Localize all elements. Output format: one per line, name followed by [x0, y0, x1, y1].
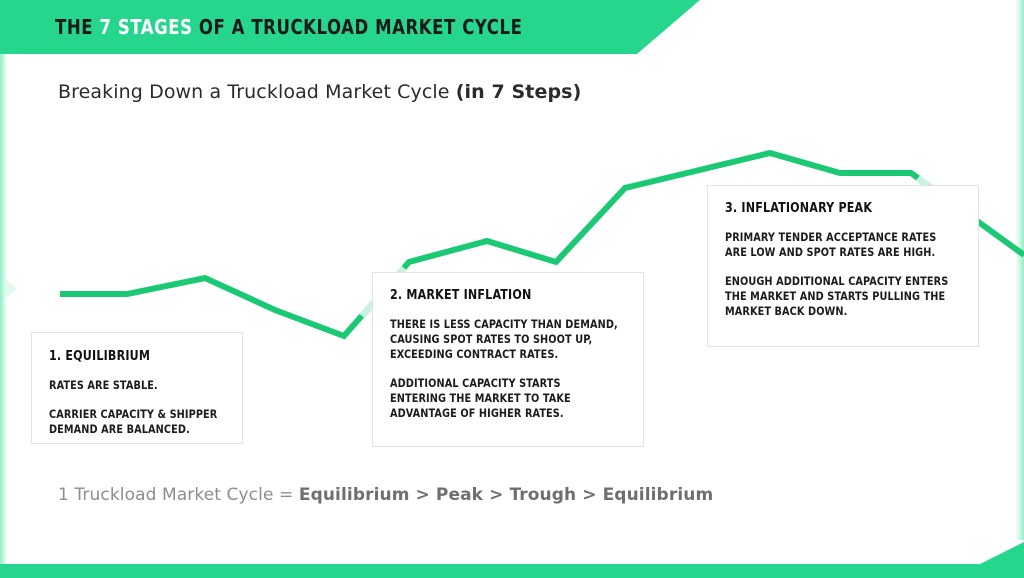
callout-market-inflation[interactable]: 2. MARKET INFLATION THERE IS LESS CAPACI… [372, 272, 644, 447]
caption-normal: 1 Truckload Market Cycle = [58, 485, 299, 505]
cycle-formula-caption: 1 Truckload Market Cycle = Equilibrium >… [58, 485, 713, 505]
header-banner [0, 0, 700, 54]
play-arrow-icon [5, 279, 17, 299]
page-title-post: OF A TRUCKLOAD MARKET CYCLE [192, 15, 523, 39]
callout-equilibrium[interactable]: 1. EQUILIBRIUM RATES ARE STABLE. CARRIER… [31, 332, 243, 444]
callout-2-title: 2. MARKET INFLATION [390, 288, 532, 303]
subtitle: Breaking Down a Truckload Market Cycle (… [58, 81, 581, 103]
callout-inflationary-peak[interactable]: 3. INFLATIONARY PEAK PRIMARY TENDER ACCE… [707, 185, 979, 347]
callout-3-title: 3. INFLATIONARY PEAK [725, 201, 873, 216]
callout-3-para-1: PRIMARY TENDER ACCEPTANCE RATES ARE LOW … [725, 230, 937, 259]
caption-bold: Equilibrium > Peak > Trough > Equilibriu… [298, 485, 714, 505]
callout-1-para-2: CARRIER CAPACITY & SHIPPER DEMAND ARE BA… [49, 407, 218, 436]
callout-2-para-1: THERE IS LESS CAPACITY THAN DEMAND, CAUS… [390, 317, 618, 361]
callout-2-para-2: ADDITIONAL CAPACITY STARTS ENTERING THE … [390, 376, 571, 420]
right-edge-accent [1015, 0, 1024, 540]
callout-1-title: 1. EQUILIBRIUM [49, 349, 151, 364]
left-edge-accent [0, 48, 7, 578]
subtitle-bold: (in 7 Steps) [455, 81, 582, 103]
page-title-highlight: 7 STAGES [99, 15, 193, 39]
market-cycle-line [60, 149, 1024, 340]
page-title-pre: THE [55, 15, 100, 39]
subtitle-normal: Breaking Down a Truckload Market Cycle [58, 81, 456, 103]
callout-3-para-2: ENOUGH ADDITIONAL CAPACITY ENTERS THE MA… [725, 274, 949, 318]
callout-1-para-1: RATES ARE STABLE. [49, 378, 158, 392]
page-title: THE 7 STAGES OF A TRUCKLOAD MARKET CYCLE [55, 15, 522, 39]
